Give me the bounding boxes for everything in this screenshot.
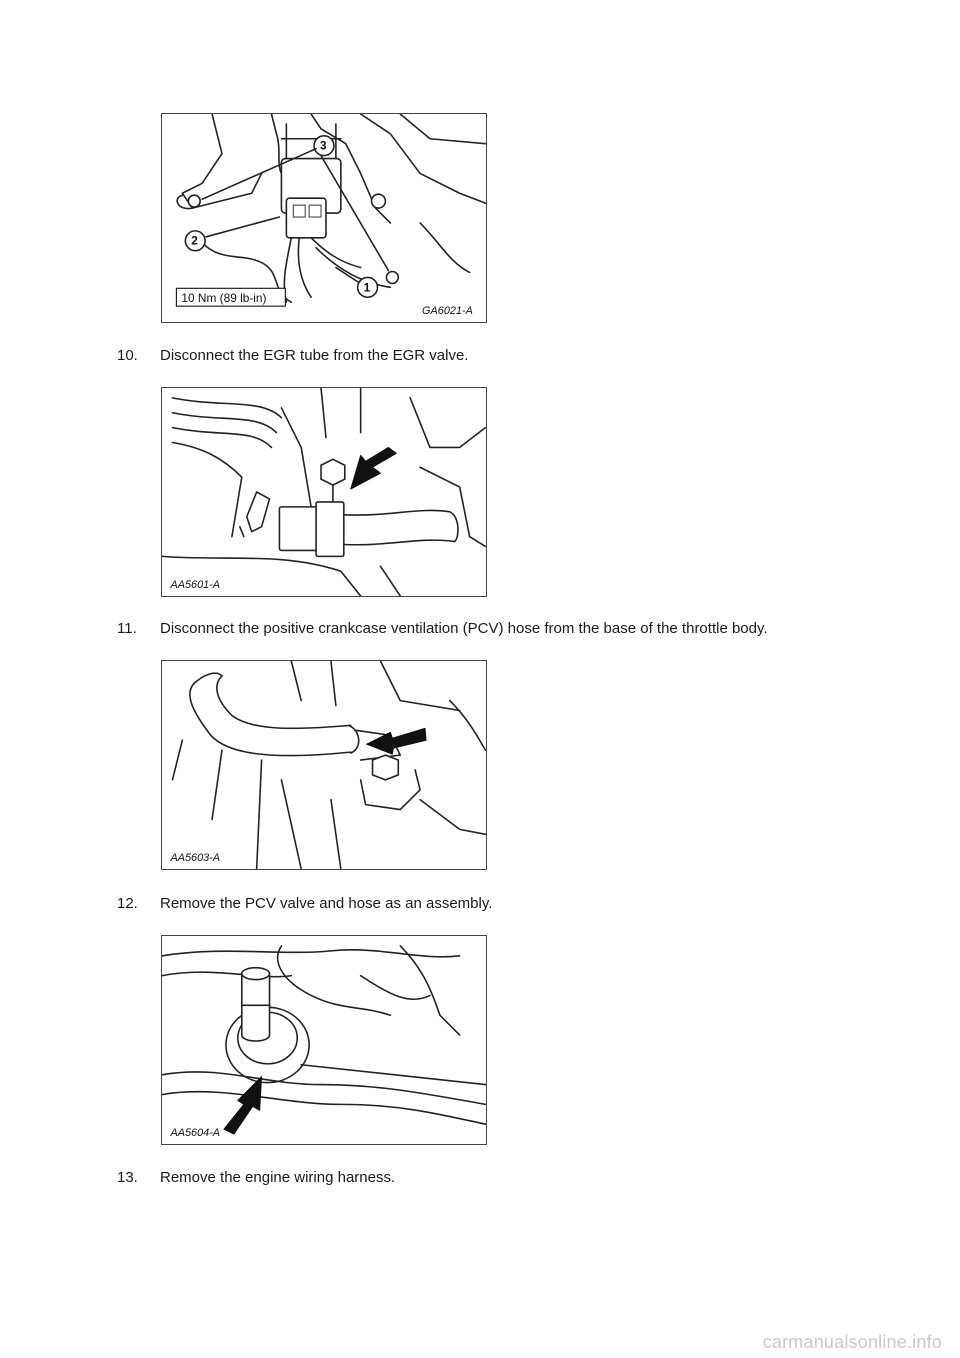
step-text: Remove the engine wiring harness.	[160, 1169, 396, 1186]
step-text: Remove the PCV valve and hose as an asse…	[160, 895, 493, 912]
callout-2: 2	[191, 234, 198, 248]
step-10: 10. Disconnect the EGR tube from the EGR …	[117, 347, 468, 365]
illustration-egr-tube: AA5601-A	[162, 388, 486, 596]
figure-aa5604: AA5604-A	[161, 935, 487, 1145]
figure-code: GA6021-A	[422, 305, 473, 317]
step-number: 11.	[117, 620, 137, 637]
watermark: carmanualsonline.info	[762, 1332, 942, 1352]
step-11: 11. Disconnect the positive crankcase ven…	[117, 620, 768, 638]
figure-aa5601: AA5601-A	[161, 387, 487, 597]
torque-spec: 10 Nm (89 lb-in)	[181, 291, 266, 305]
step-text: Disconnect the EGR tube from the EGR val…	[160, 347, 469, 364]
illustration-pcv-valve: AA5604-A	[162, 945, 486, 1139]
step-number: 10.	[117, 347, 138, 364]
illustration-egr-sensor: 3 2 1 10 Nm (89 lb-in) GA6021-A	[175, 114, 486, 317]
figure-code: AA5603-A	[169, 852, 220, 864]
figure-aa5603: AA5603-A	[161, 660, 487, 870]
step-text: Disconnect the positive crankcase ventil…	[160, 620, 768, 637]
step-number: 12.	[117, 895, 138, 912]
figure-code: AA5601-A	[169, 579, 220, 591]
callout-3: 3	[320, 139, 327, 153]
illustration-pcv-hose: AA5603-A	[169, 661, 486, 869]
step-13: 13. Remove the engine wiring harness.	[117, 1169, 395, 1187]
figure-code: AA5604-A	[169, 1127, 220, 1139]
step-number: 13.	[117, 1169, 138, 1186]
callout-1: 1	[364, 280, 371, 294]
step-12: 12. Remove the PCV valve and hose as an a…	[117, 895, 492, 913]
figure-ga6021: 3 2 1 10 Nm (89 lb-in) GA6021-A	[161, 113, 487, 323]
